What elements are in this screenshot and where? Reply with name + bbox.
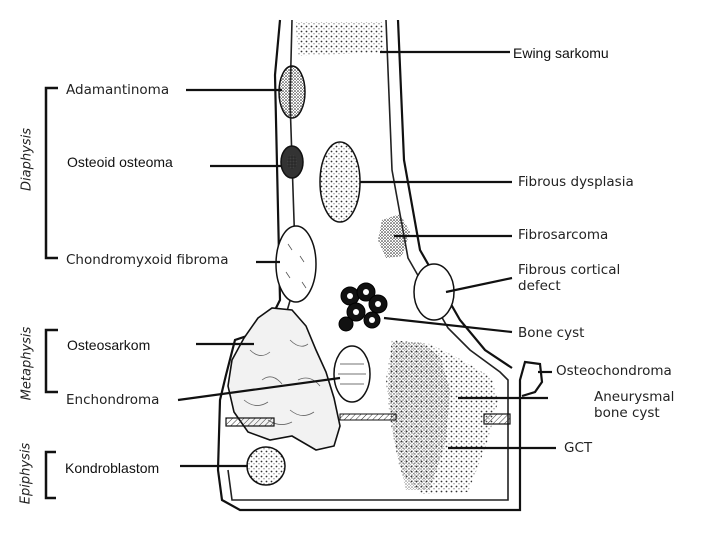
label-fibrosarcoma: Fibrosarcoma [518, 227, 609, 243]
label-fibrous-dysplasia: Fibrous dysplasia [518, 174, 634, 190]
osteosarcoma-mass [227, 307, 341, 451]
adamantinoma-lesion [278, 65, 306, 119]
label-aneurysmal-bone-cyst: Aneurysmal bone cyst [594, 389, 675, 421]
label-chondromyxoid-fibroma: Chondromyxoid fibroma [66, 252, 229, 268]
overlay-label-osteoid-osteoma: Osteoid osteoma [64, 153, 176, 171]
zone-label-metaphysis: Metaphysis [19, 326, 35, 401]
bone-cyst-lesion [338, 282, 388, 332]
overlay-label-ewing-sarkomu: Ewing sarkomu [510, 44, 612, 62]
fibrous-cortical-defect-lesion [413, 263, 455, 321]
ewing-sarcoma-region [296, 22, 384, 56]
label-bone-cyst: Bone cyst [518, 325, 585, 341]
diaphysis-bracket [44, 86, 58, 260]
zone-label-diaphysis: Diaphysis [19, 128, 35, 191]
growth-plate [225, 413, 511, 427]
overlay-label-kondroblastom: Kondroblastom [62, 459, 163, 477]
fibrous-dysplasia-lesion [319, 141, 361, 223]
label-enchondroma: Enchondroma [66, 392, 160, 408]
osteosarcoma-texture [243, 339, 321, 425]
label-fibrous-cortical-defect: Fibrous cortical defect [518, 262, 621, 294]
label-adamantinoma: Adamantinoma [66, 82, 170, 98]
label-gct: GCT [564, 440, 593, 456]
gct-region [388, 342, 450, 490]
chondromyxoid-fibroma-lesion [275, 225, 317, 303]
leader-lines [177, 50, 556, 468]
zone-label-epiphysis: Epiphysis [18, 442, 34, 505]
metaphysis-bracket [44, 328, 58, 394]
epiphysis-bracket [44, 450, 56, 500]
label-osteochondroma: Osteochondroma [556, 363, 672, 379]
overlay-label-osteosarkom: Osteosarkom [64, 336, 154, 354]
chondroblastoma-lesion [246, 446, 286, 486]
